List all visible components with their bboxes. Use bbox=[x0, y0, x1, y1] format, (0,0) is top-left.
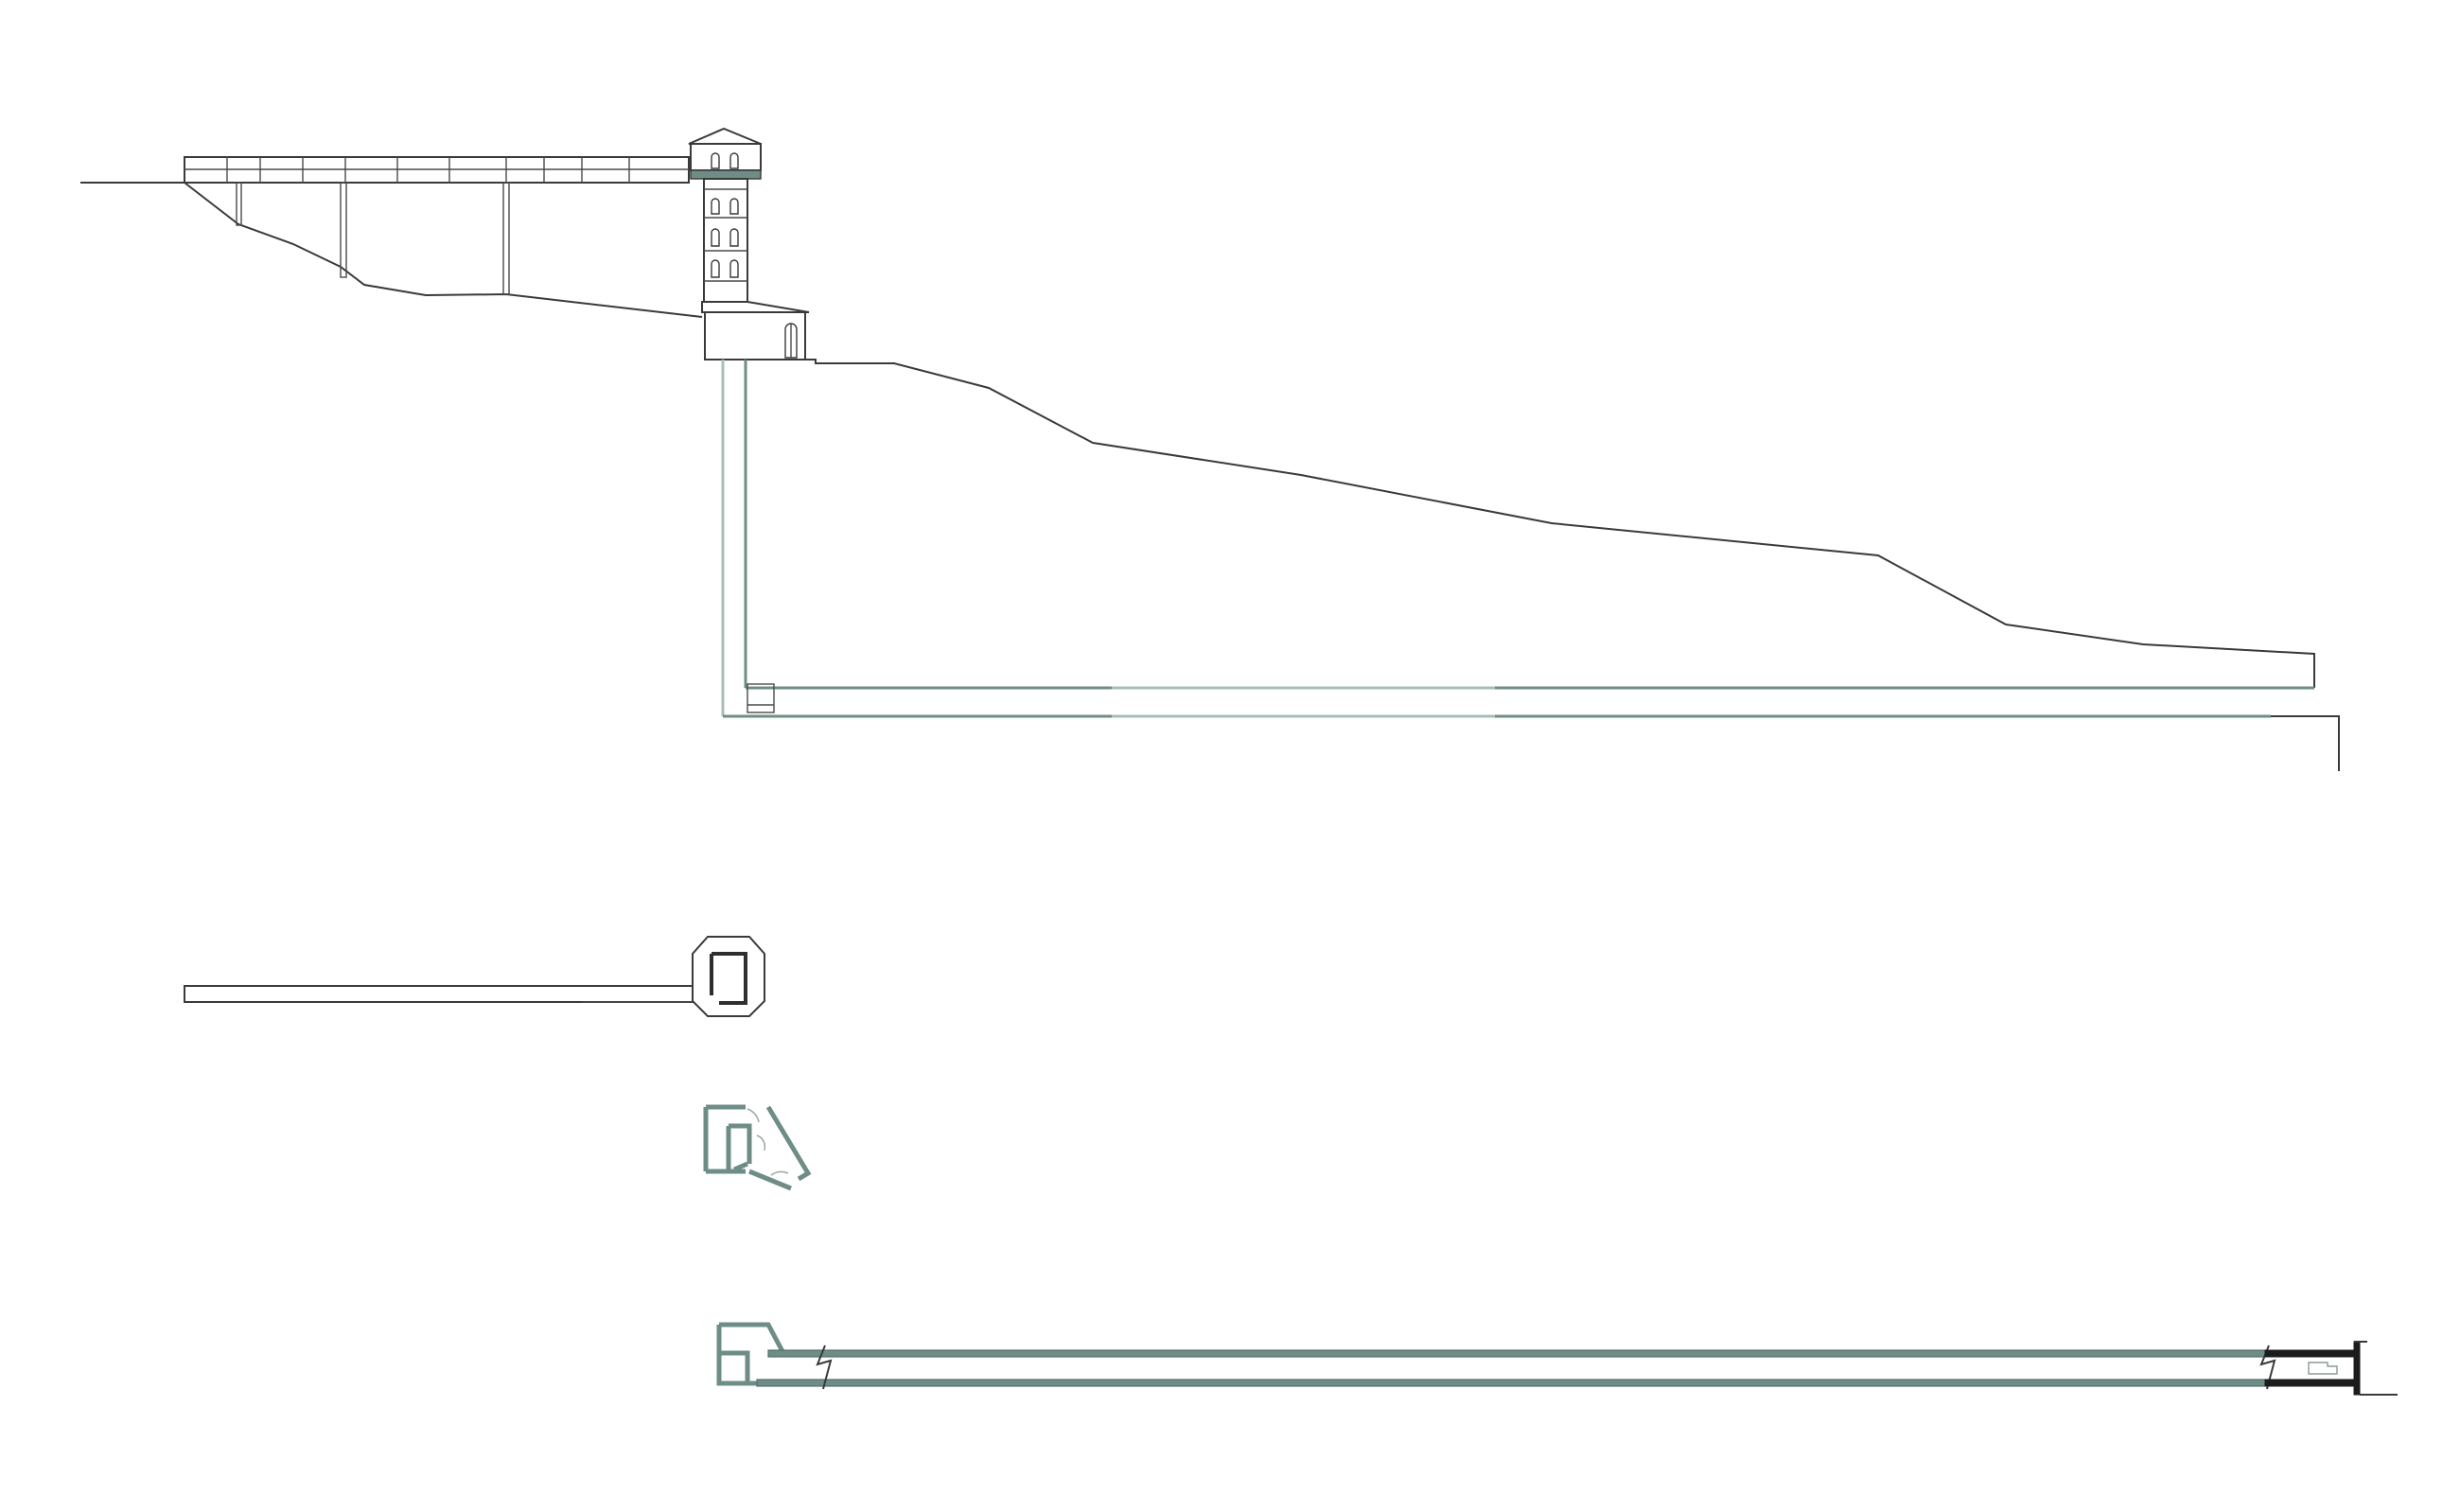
tunnel-plan-exit-wall-bottom bbox=[2264, 1379, 2355, 1387]
section-view bbox=[80, 127, 2340, 771]
tower-base-roof bbox=[701, 301, 810, 313]
tower-top-band bbox=[690, 169, 762, 180]
bridge-columns bbox=[236, 182, 510, 295]
exit-cabin-symbol bbox=[2308, 1362, 2338, 1375]
bridge-balusters bbox=[226, 157, 630, 183]
tower-plan-octagon bbox=[692, 936, 765, 1017]
tunnel-plan-view bbox=[716, 1322, 2398, 1396]
base-plan-walls bbox=[703, 1104, 812, 1191]
horizontal-tunnel bbox=[723, 683, 2340, 771]
tunnel-plan-wall-bottom bbox=[756, 1379, 2266, 1387]
tunnel-plan-exit-wall-top bbox=[2264, 1349, 2355, 1358]
bridge-plan-deck bbox=[184, 985, 694, 1003]
tower-windows bbox=[711, 152, 739, 278]
tower-top-cabin bbox=[690, 143, 762, 171]
base-plan-door-swings bbox=[747, 1108, 789, 1176]
tunnel-plan-entry bbox=[716, 1322, 786, 1386]
elevator-cabin bbox=[747, 683, 775, 713]
tower-plan-inner bbox=[712, 952, 747, 1005]
lower-terrain-profile bbox=[805, 359, 2315, 688]
tunnel-plan-exit-frame bbox=[2353, 1341, 2361, 1396]
upper-plan-view bbox=[184, 936, 765, 1017]
upper-terrain-profile bbox=[184, 182, 703, 318]
tower-base-building bbox=[704, 311, 806, 360]
lower-plan-view bbox=[703, 1104, 812, 1191]
tunnel-exit-ground bbox=[2271, 715, 2340, 771]
footbridge bbox=[184, 156, 690, 295]
tower-floor-lines bbox=[704, 188, 747, 282]
tower-shaft bbox=[703, 178, 748, 303]
tunnel-plan-break-left bbox=[816, 1345, 833, 1390]
elevator-tower bbox=[688, 127, 810, 360]
tunnel-plan-wall-top bbox=[767, 1349, 2266, 1358]
tower-roof bbox=[688, 127, 762, 145]
vertical-shaft bbox=[721, 360, 747, 716]
